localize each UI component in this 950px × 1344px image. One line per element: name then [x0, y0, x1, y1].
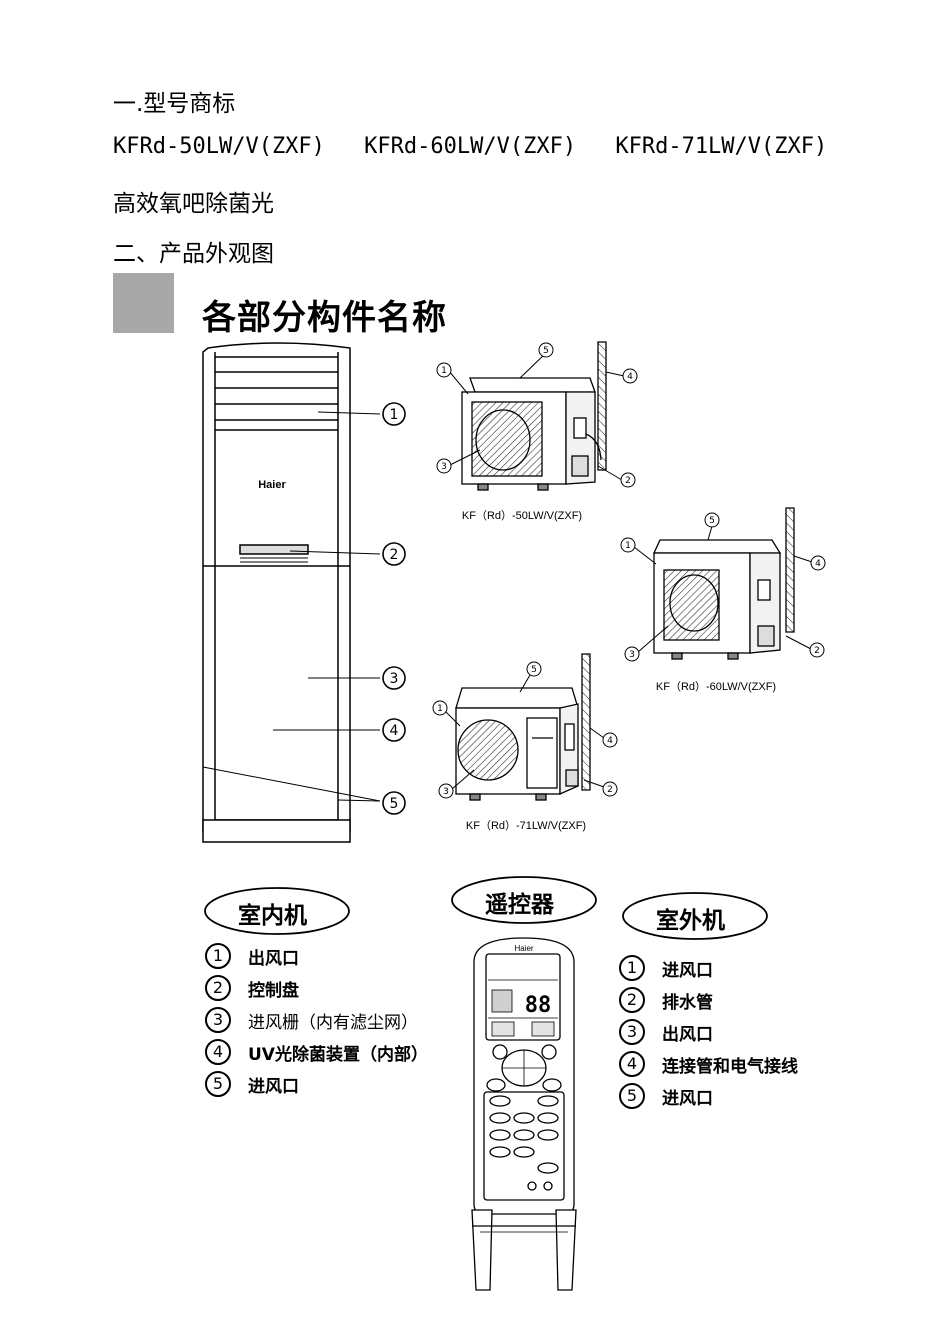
o50-callout-2: 2	[625, 476, 631, 486]
legend-text: 排水管	[662, 992, 713, 1013]
legend-number: 5	[619, 1083, 645, 1109]
o50-callout-3: 3	[441, 462, 447, 472]
indoor-unit-drawing	[202, 342, 381, 843]
remote-control-drawing	[471, 937, 577, 1291]
legend-number: 1	[619, 955, 645, 981]
legend-text: 出风口	[248, 948, 299, 969]
o50-callout-5: 5	[543, 346, 549, 356]
o71-callout-1: 1	[437, 704, 443, 714]
model-list: KFRd-50LW/V(ZXF) KFRd-60LW/V(ZXF) KFRd-7…	[113, 134, 853, 159]
indoor-unit-label: 室内机	[238, 903, 307, 929]
legend-text: 进风口	[248, 1076, 299, 1097]
model-71: KFRd-71LW/V(ZXF)	[615, 134, 828, 159]
o60-callout-4: 4	[815, 559, 821, 569]
o60-callout-3: 3	[629, 650, 635, 660]
outdoor-50-caption: KF（Rd）-50LW/V(ZXF)	[462, 509, 582, 522]
outdoor-unit-label: 室外机	[656, 908, 725, 934]
indoor-legend-item: 4 UV光除菌装置（内部）	[205, 1036, 428, 1068]
outdoor-unit-50-drawing	[461, 341, 607, 491]
indoor-legend-item: 3 进风栅（内有滤尘网）	[205, 1004, 428, 1036]
outdoor-unit-50-callouts: 1 5 4 3 2	[436, 342, 638, 488]
remote-label: 遥控器	[485, 892, 554, 918]
outdoor-legend-item: 5 进风口	[619, 1080, 798, 1112]
indoor-callout-1: 1	[390, 407, 399, 423]
legend-number: 3	[205, 1007, 231, 1033]
section-heading-model: 一.型号商标	[113, 91, 236, 117]
indoor-legend-item: 2 控制盘	[205, 972, 428, 1004]
o71-callout-3: 3	[443, 787, 449, 797]
remote-label-oval	[451, 876, 597, 924]
title-marker-block	[113, 273, 174, 333]
outdoor-legend-item: 2 排水管	[619, 984, 798, 1016]
legend-text: 进风口	[662, 1088, 713, 1109]
legend-number: 4	[619, 1051, 645, 1077]
legend-text: 进风口	[662, 960, 713, 981]
outdoor-legend: 1 进风口 2 排水管 3 出风口 4 连接管和电气接线 5 进风口	[619, 952, 798, 1112]
outdoor-legend-item: 3 出风口	[619, 1016, 798, 1048]
indoor-legend-item: 5 进风口	[205, 1068, 428, 1100]
remote-display-digits: 88	[525, 993, 552, 1018]
indoor-legend: 1 出风口 2 控制盘 3 进风栅（内有滤尘网） 4 UV光除菌装置（内部） 5…	[205, 940, 428, 1100]
remote-brand-logo: Haier	[514, 944, 533, 953]
outdoor-unit-71-callouts: 1 5 4 3 2	[432, 661, 618, 799]
indoor-callout-3: 3	[390, 671, 399, 687]
o71-callout-4: 4	[607, 736, 613, 746]
o60-callout-5: 5	[709, 516, 715, 526]
outdoor-unit-60-callouts: 1 5 4 3 2	[620, 512, 826, 662]
indoor-callout-5: 5	[390, 796, 399, 812]
indoor-legend-item: 1 出风口	[205, 940, 428, 972]
legend-number: 5	[205, 1071, 231, 1097]
legend-text: 出风口	[662, 1024, 713, 1045]
legend-number: 1	[205, 943, 231, 969]
legend-text: 连接管和电气接线	[662, 1056, 798, 1077]
legend-number: 2	[619, 987, 645, 1013]
indoor-callout-4: 4	[390, 723, 399, 739]
outdoor-unit-60-drawing	[652, 507, 795, 660]
indoor-callouts: 1 2 3 4 5	[382, 402, 406, 815]
model-60: KFRd-60LW/V(ZXF)	[364, 134, 577, 159]
legend-number: 3	[619, 1019, 645, 1045]
section-heading-appearance: 二、产品外观图	[113, 241, 274, 267]
legend-text: 控制盘	[248, 980, 299, 1001]
indoor-label-oval	[204, 887, 350, 935]
o50-callout-1: 1	[441, 366, 447, 376]
figure-title: 各部分构件名称	[202, 298, 447, 338]
legend-text: 进风栅（内有滤尘网）	[248, 1012, 418, 1033]
outdoor-legend-item: 1 进风口	[619, 952, 798, 984]
o60-callout-2: 2	[814, 646, 820, 656]
outdoor-legend-item: 4 连接管和电气接线	[619, 1048, 798, 1080]
legend-number: 4	[205, 1039, 231, 1065]
outdoor-unit-71-drawing	[455, 653, 591, 801]
indoor-brand-logo: Haier	[258, 479, 286, 491]
model-50: KFRd-50LW/V(ZXF)	[113, 134, 325, 159]
feature-line: 高效氧吧除菌光	[113, 191, 274, 217]
o71-callout-2: 2	[607, 785, 613, 795]
o50-callout-4: 4	[627, 372, 633, 382]
o60-callout-1: 1	[625, 541, 631, 551]
legend-text: UV光除菌装置（内部）	[248, 1044, 428, 1065]
outdoor-71-caption: KF（Rd）-71LW/V(ZXF)	[466, 819, 586, 832]
outdoor-label-oval	[622, 892, 768, 940]
indoor-callout-2: 2	[390, 547, 399, 563]
o71-callout-5: 5	[531, 665, 537, 675]
legend-number: 2	[205, 975, 231, 1001]
outdoor-60-caption: KF（Rd）-60LW/V(ZXF)	[656, 680, 776, 693]
